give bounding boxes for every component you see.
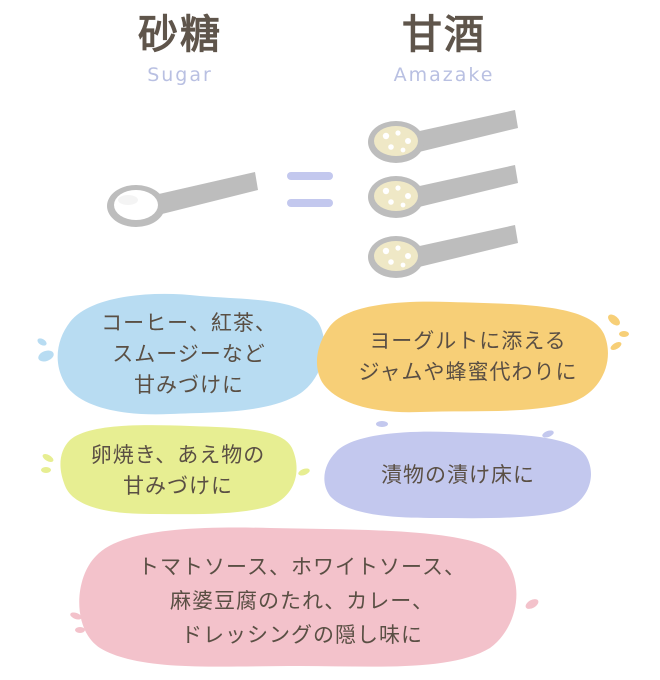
sauce-line: ドレッシングの隠し味に xyxy=(181,623,423,647)
purple-splash-icon xyxy=(324,421,591,519)
equals-icon xyxy=(287,172,333,207)
amazake-spoon-icon xyxy=(368,165,518,218)
coffee-line: スムージーなど xyxy=(112,342,266,366)
egg-text: 卵焼き、あえ物の 甘みづけに xyxy=(66,440,290,502)
orange-splash-icon xyxy=(316,301,629,413)
yogurt-line: ジャムや蜂蜜代わりに xyxy=(358,360,578,384)
sugar-spoon-icon xyxy=(107,172,258,227)
coffee-line: 甘みづけに xyxy=(134,373,244,397)
pink-splash-icon xyxy=(70,527,539,667)
egg-line: 卵焼き、あえ物の xyxy=(90,443,266,467)
sugar-subtitle: Sugar xyxy=(147,64,213,86)
amazake-spoon-icon xyxy=(368,110,518,163)
amazake-title: 甘酒 xyxy=(402,12,486,58)
pickles-line: 漬物の漬け床に xyxy=(381,463,535,487)
pickles-text: 漬物の漬け床に xyxy=(330,460,586,491)
amazake-subtitle: Amazake xyxy=(393,64,495,86)
sugar-title: 砂糖 xyxy=(138,12,222,58)
amazake-spoon-icon xyxy=(368,225,518,278)
sauce-text: トマトソース、ホワイトソース、 麻婆豆腐のたれ、カレー、 ドレッシングの隠し味に xyxy=(90,550,514,652)
blue-splash-icon xyxy=(37,293,325,415)
yogurt-text: ヨーグルトに添える ジャムや蜂蜜代わりに xyxy=(328,326,608,388)
sauce-line: 麻婆豆腐のたれ、カレー、 xyxy=(170,589,434,613)
egg-line: 甘みづけに xyxy=(123,474,233,498)
coffee-text: コーヒー、紅茶、 スムージーなど 甘みづけに xyxy=(64,308,314,401)
yogurt-line: ヨーグルトに添える xyxy=(369,329,567,353)
green-splash-icon xyxy=(41,425,310,515)
coffee-line: コーヒー、紅茶、 xyxy=(101,311,277,335)
sauce-line: トマトソース、ホワイトソース、 xyxy=(138,555,466,579)
